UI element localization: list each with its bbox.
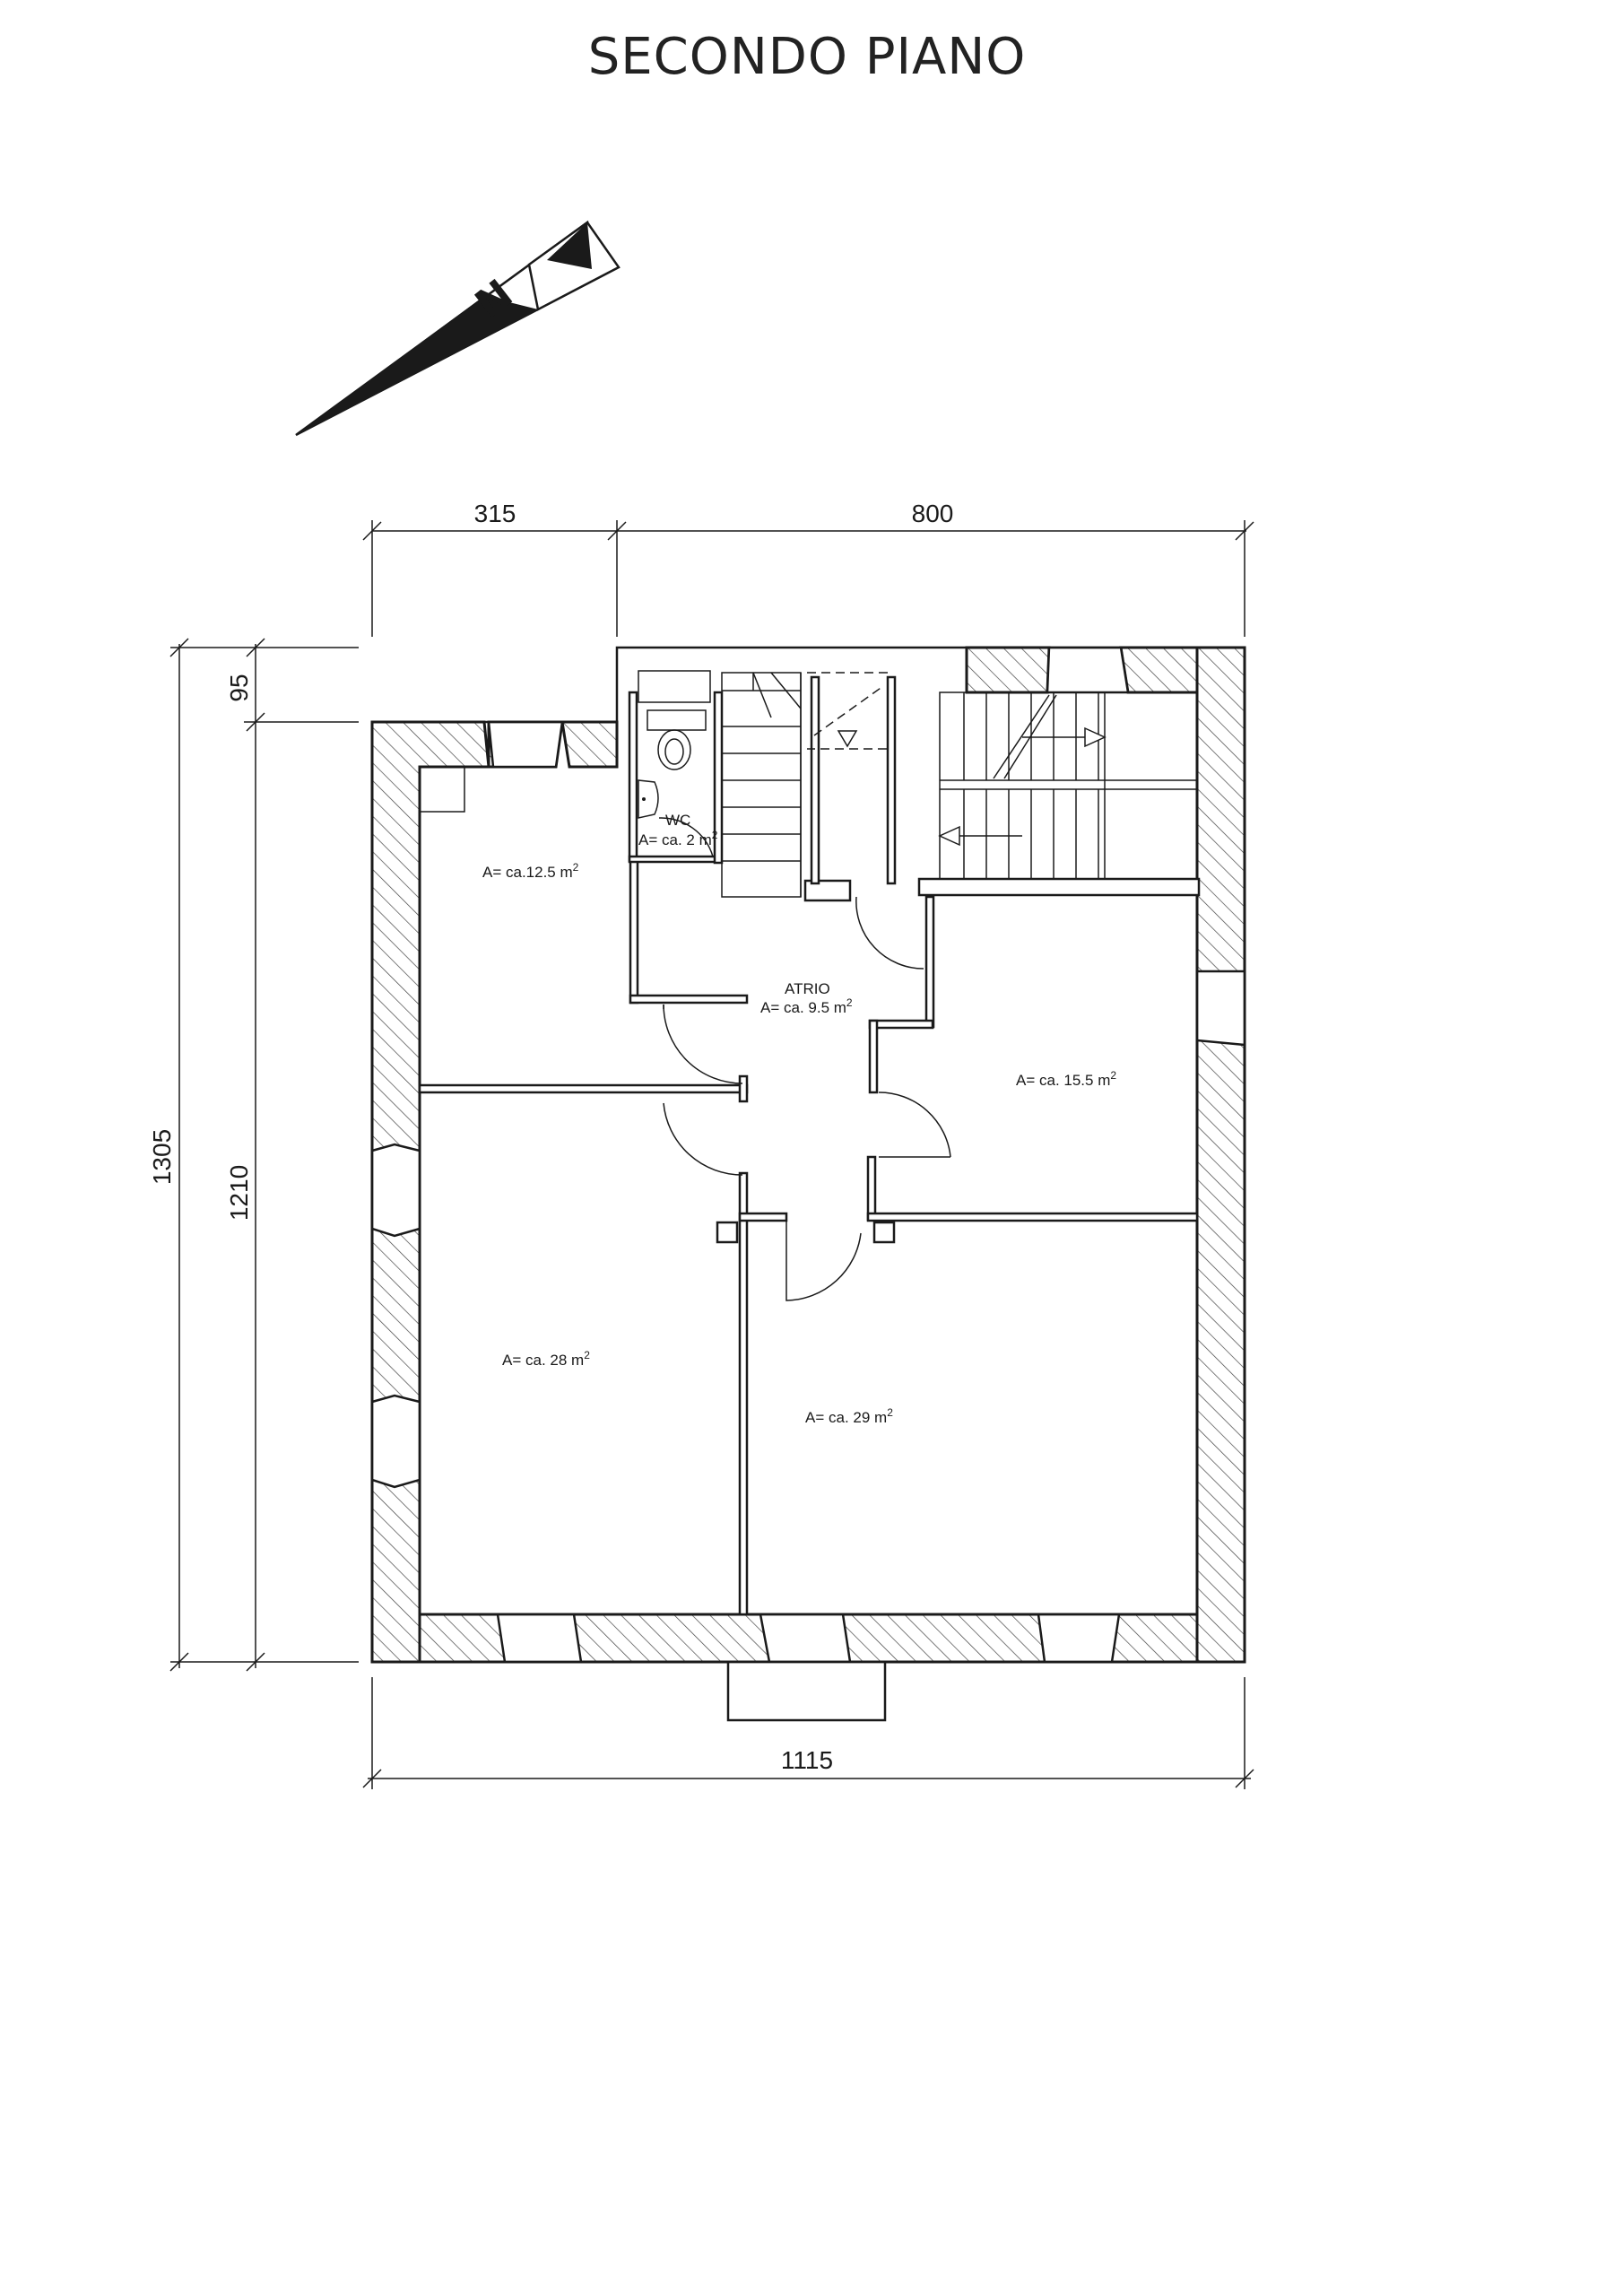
svg-text:A= ca. 2 m2: A= ca. 2 m2 [638, 829, 718, 848]
dim-left-inner: 1210 [225, 1165, 253, 1221]
dim-top-right: 800 [912, 500, 954, 527]
room-label-sw: A= ca. 28 m2 [502, 1349, 590, 1369]
wc-fixtures [638, 670, 714, 857]
north-arrow-icon: N [295, 220, 621, 437]
room-label-nw: A= ca.12.5 m2 [482, 861, 579, 881]
interior-walls [418, 675, 1201, 1616]
room-label-ne: A= ca. 15.5 m2 [1016, 1069, 1116, 1089]
dim-bottom: 1115 [781, 1746, 833, 1774]
room-label-se: A= ca. 29 m2 [805, 1406, 893, 1426]
svg-text:A= ca. 15.5 m2: A= ca. 15.5 m2 [1016, 1069, 1116, 1089]
room-label-atrio: ATRIO A= ca. 9.5 m2 [760, 980, 853, 1016]
svg-text:A= ca. 29 m2: A= ca. 29 m2 [805, 1406, 893, 1426]
dim-top-left: 315 [474, 500, 516, 527]
dim-left-total: 1305 [148, 1129, 176, 1185]
svg-text:ATRIO: ATRIO [785, 980, 830, 997]
building-outline [370, 646, 1246, 1664]
stair-right [938, 691, 1198, 880]
room-label-wc: WC A= ca. 2 m2 [638, 812, 718, 848]
dim-left-short: 95 [225, 674, 253, 701]
svg-text:WC: WC [665, 812, 690, 829]
nw-cabinet [419, 766, 465, 813]
drawing-title: SECONDO PIANO [588, 28, 1027, 86]
outer-walls [370, 646, 1246, 1664]
door-swings [663, 896, 951, 1301]
dimension-lines [169, 520, 1254, 1789]
svg-text:A= ca. 9.5 m2: A= ca. 9.5 m2 [760, 996, 853, 1016]
svg-text:A= ca.12.5 m2: A= ca.12.5 m2 [482, 861, 579, 881]
stair-left [721, 672, 889, 898]
svg-text:A= ca. 28 m2: A= ca. 28 m2 [502, 1349, 590, 1369]
window-openings [370, 646, 1246, 1722]
